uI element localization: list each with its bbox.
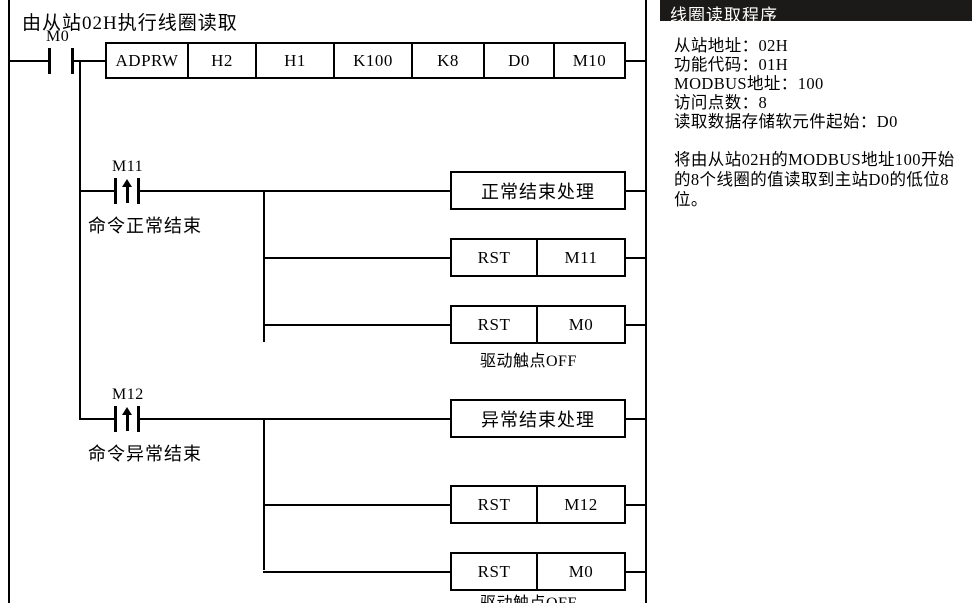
wire-m12-to-collector	[140, 418, 265, 420]
wire-rst-m11-to-rail	[626, 257, 647, 259]
wire-collector-to-rst-m0-normal	[263, 324, 450, 326]
output-cell-0: 正常结束处理	[481, 181, 595, 202]
output-box-rst-m11[interactable]: RST M11	[450, 238, 626, 277]
wire-rst-m12-to-rail	[626, 504, 647, 506]
wire-collector-to-abnormal-end	[263, 418, 450, 420]
instruction-box-adprw[interactable]: ADPRW H2 H1 K100 K8 D0 M10	[105, 42, 626, 79]
wire-collector-to-rst-m11	[263, 257, 450, 259]
contact-label-m11: M11	[112, 158, 144, 175]
branch-note-normal: 命令正常结束	[88, 216, 202, 236]
spec-line-access-points: 访问点数：8	[674, 93, 768, 112]
output-cell-0: RST	[452, 307, 539, 342]
wire-rst-m0-abnormal-to-rail	[626, 571, 647, 573]
spec-line-modbus-address: MODBUS地址：100	[674, 74, 824, 93]
right-power-rail	[645, 0, 647, 603]
instruction-cell-5: D0	[485, 44, 555, 77]
branch-trunk-vertical	[79, 60, 81, 418]
spec-list: 从站地址：02H 功能代码：01H MODBUS地址：100 访问点数：8 读取…	[674, 36, 970, 131]
contact-label-m0: M0	[46, 28, 70, 45]
output-box-rst-m0-normal[interactable]: RST M0	[450, 305, 626, 344]
contact-m0[interactable]	[30, 48, 92, 74]
wire-collector-to-normal-end	[263, 190, 450, 192]
wire-rail-to-m0	[8, 60, 44, 62]
output-cell-0: 异常结束处理	[481, 409, 595, 430]
info-panel-title: 线圈读取程序	[670, 6, 778, 25]
info-panel-header-bar: 线圈读取程序	[660, 0, 972, 25]
contact-bar-left	[48, 48, 51, 74]
output-box-abnormal-end-process[interactable]: 异常结束处理	[450, 399, 626, 438]
contact-bar-right	[137, 406, 140, 432]
rung-title: 由从站02H执行线圈读取	[22, 13, 238, 34]
instruction-cell-3: K100	[335, 44, 413, 77]
wire-abnormal-end-to-rail	[626, 418, 647, 420]
contact-m12-rising-edge[interactable]	[96, 406, 144, 432]
wire-trunk-to-m12	[79, 418, 110, 420]
contact-bar-left	[114, 406, 117, 432]
spec-line-storage-device-start: 读取数据存储软元件起始：D0	[674, 112, 898, 131]
info-panel-description: 将由从站02H的MODBUS地址100开始的8个线圈的值读取到主站D0的低位8位…	[674, 150, 955, 209]
wire-collector-to-rst-m12	[263, 504, 450, 506]
contact-bar-right	[71, 48, 74, 74]
wire-m0-to-adprw	[74, 60, 105, 62]
output-box-rst-m12[interactable]: RST M12	[450, 485, 626, 524]
contact-bar-left	[114, 178, 117, 204]
branch-a-collector-vertical	[263, 190, 265, 342]
wire-normal-end-to-rail	[626, 190, 647, 192]
output-caption-drive-contact-off-normal: 驱动触点OFF	[480, 353, 577, 370]
instruction-cell-4: K8	[413, 44, 485, 77]
spec-line-slave-address: 从站地址：02H	[674, 36, 789, 55]
contact-label-m12: M12	[112, 386, 144, 403]
output-box-rst-m0-abnormal[interactable]: RST M0	[450, 552, 626, 591]
output-box-normal-end-process[interactable]: 正常结束处理	[450, 171, 626, 210]
instruction-cell-6: M10	[572, 50, 607, 70]
wire-m11-to-collector	[140, 190, 265, 192]
output-cell-1: M11	[564, 247, 598, 267]
output-cell-0: RST	[452, 487, 539, 522]
contact-m11-rising-edge[interactable]	[96, 178, 144, 204]
instruction-cell-1: H2	[189, 44, 257, 77]
left-power-rail	[8, 0, 10, 603]
rising-edge-arrow-icon	[122, 179, 132, 203]
output-cell-0: RST	[452, 240, 539, 275]
output-cell-1: M0	[568, 561, 594, 581]
output-caption-drive-contact-off-abnormal: 驱动触点OFF	[480, 589, 577, 603]
output-cell-1: M12	[564, 494, 598, 514]
output-cell-1: M0	[568, 314, 594, 334]
instruction-cell-0: ADPRW	[107, 44, 189, 77]
output-cell-0: RST	[452, 554, 539, 589]
wire-trunk-to-m11	[79, 190, 110, 192]
rising-edge-arrow-icon	[122, 407, 132, 431]
branch-note-abnormal: 命令异常结束	[88, 444, 202, 464]
wire-adprw-to-rail	[626, 60, 647, 62]
contact-bar-right	[137, 178, 140, 204]
spec-line-function-code: 功能代码：01H	[674, 55, 789, 74]
wire-collector-to-rst-m0-abnormal	[263, 571, 450, 573]
info-panel: 线圈读取程序 从站地址：02H 功能代码：01H MODBUS地址：100 访问…	[660, 0, 972, 603]
branch-b-collector-vertical	[263, 418, 265, 570]
wire-rst-m0-normal-to-rail	[626, 324, 647, 326]
instruction-cell-2: H1	[257, 44, 335, 77]
